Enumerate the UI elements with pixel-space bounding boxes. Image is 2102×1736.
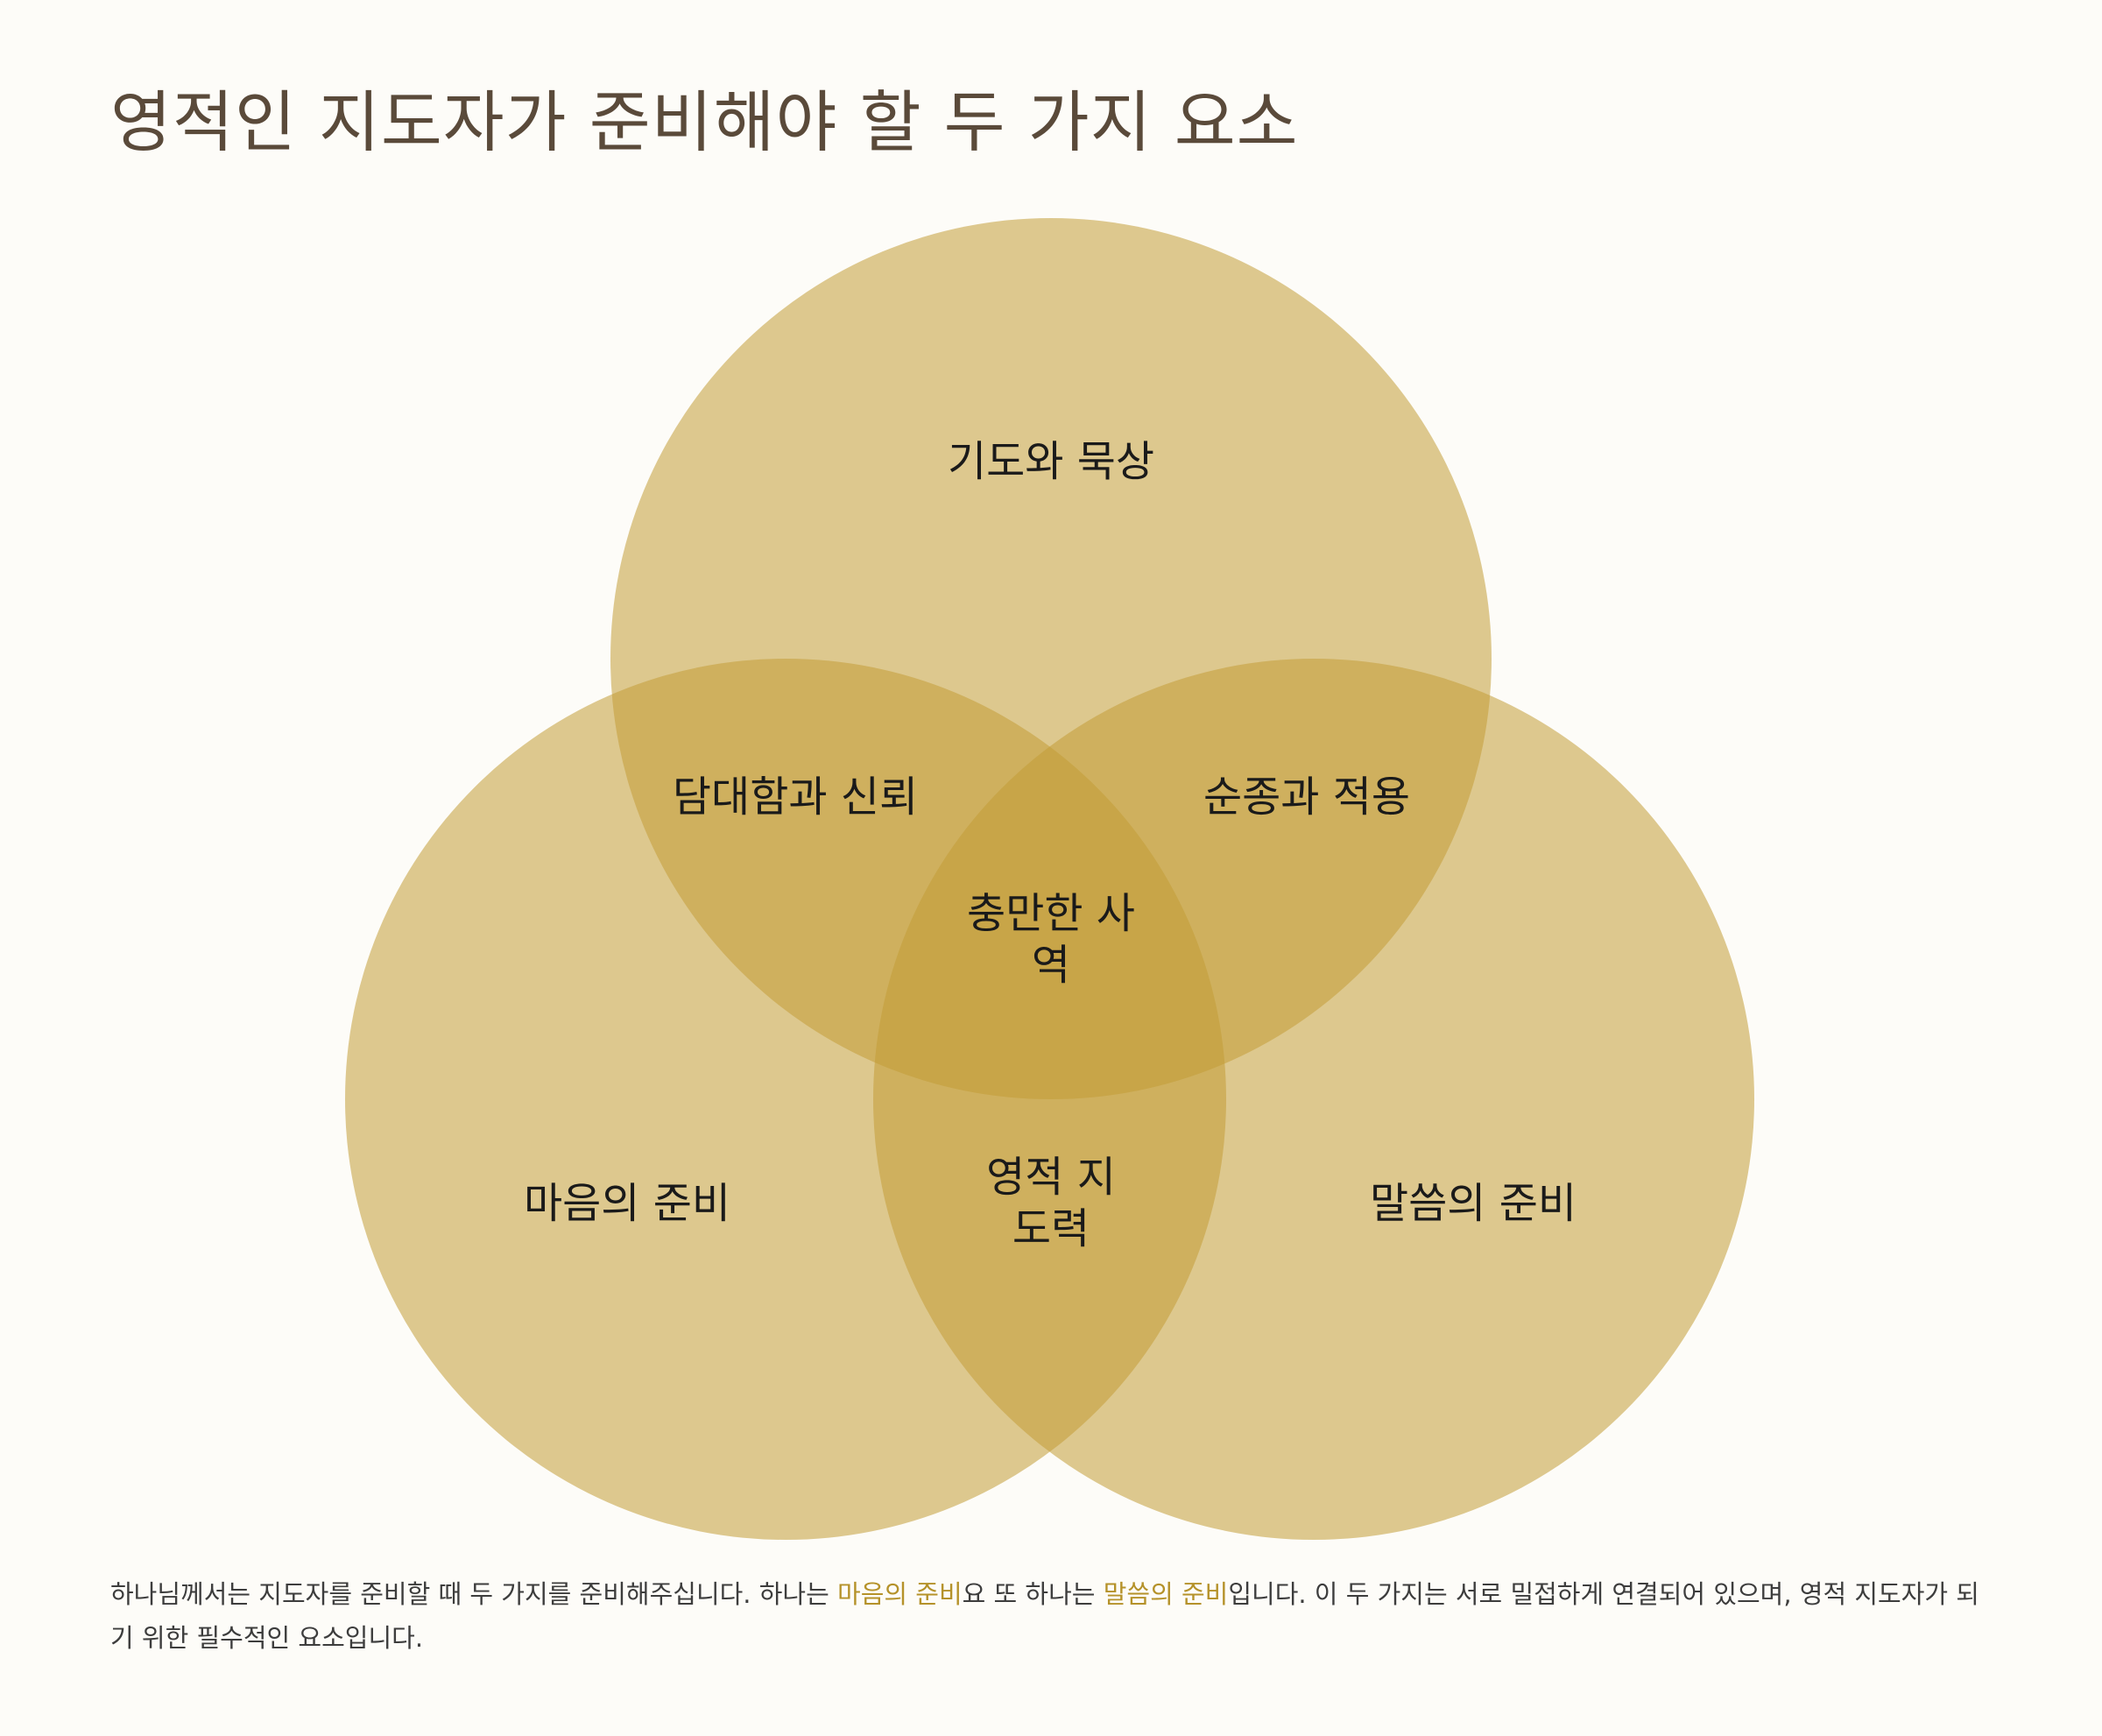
label-left-circle: 마음의 준비 bbox=[524, 1179, 730, 1228]
label-overlap-top-right: 순종과 적용 bbox=[1203, 773, 1410, 822]
description-text: 하나님께서는 지도자를 준비할 때 두 가지를 준비해주십니다. 하나는 마음의… bbox=[110, 1572, 2002, 1660]
description-part1: 하나님께서는 지도자를 준비할 때 두 가지를 준비해주십니다. 하나는 bbox=[110, 1579, 838, 1609]
label-top-circle: 기도와 묵상 bbox=[948, 437, 1154, 486]
circle-right bbox=[873, 659, 1754, 1540]
label-center-line1: 충만한 사 bbox=[967, 889, 1135, 938]
description-highlight-word: 말씀의 준비 bbox=[1103, 1579, 1229, 1609]
description-part3: 입니다. 이 두 가지는 서로 밀접하게 연결되어 있으며, 영적 지도자가 되… bbox=[110, 1579, 1979, 1653]
label-bottom-line2: 도력 bbox=[1012, 1204, 1090, 1253]
label-right-circle: 말씀의 준비 bbox=[1370, 1179, 1576, 1228]
label-bottom-line1: 영적 지 bbox=[986, 1153, 1116, 1202]
page-title: 영적인 지도자가 준비해야 할 두 가지 요소 bbox=[110, 83, 1299, 161]
label-center-line2: 역 bbox=[1032, 941, 1070, 990]
description-highlight-heart: 마음의 준비 bbox=[837, 1579, 963, 1609]
label-overlap-top-left: 담대함과 신뢰 bbox=[673, 773, 918, 822]
description-part2: 요 또 하나는 bbox=[962, 1579, 1104, 1609]
